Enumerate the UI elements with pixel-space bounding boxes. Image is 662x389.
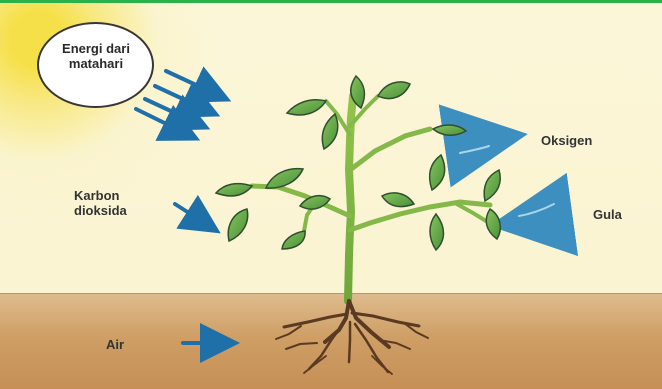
water-label: Air <box>106 337 124 352</box>
oxygen-label: Oksigen <box>541 133 592 148</box>
sugar-label: Gula <box>593 207 622 222</box>
sugar-arrow <box>510 207 560 223</box>
sun-energy-label: Energi dari matahari <box>46 41 146 71</box>
top-border <box>0 0 662 3</box>
oxygen-arrow <box>465 137 507 150</box>
co2-arrow <box>175 204 214 229</box>
plant-roots <box>276 301 428 374</box>
carbon-dioxide-label: Karbon dioksida <box>74 188 164 218</box>
